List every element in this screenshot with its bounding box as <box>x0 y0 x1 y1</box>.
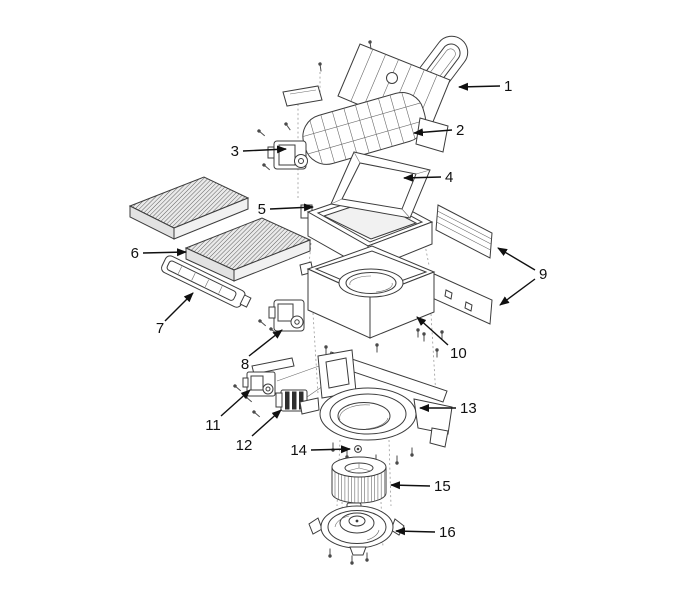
callout-2: 2 <box>413 122 464 139</box>
callout-7-number: 7 <box>156 320 164 337</box>
callout-8-number: 8 <box>241 356 249 373</box>
callout-11: 11 <box>205 389 251 434</box>
callout-11-arrow <box>220 389 251 417</box>
part-mode-actuator <box>257 299 305 336</box>
callout-5-number: 5 <box>258 201 266 218</box>
callout-16-arrow <box>395 527 436 536</box>
callout-6-arrow <box>142 248 187 257</box>
callout-4-number: 4 <box>445 169 453 186</box>
callout-6-number: 6 <box>131 245 139 262</box>
callout-10-number: 10 <box>450 345 467 362</box>
callout-12-number: 12 <box>236 437 253 454</box>
part-temp-actuator <box>232 357 334 404</box>
part-blower-wheel <box>331 456 387 504</box>
callout-5: 5 <box>258 201 314 218</box>
part-intake-actuator <box>256 121 308 172</box>
part-upper-intake-housing <box>282 43 451 167</box>
callout-7-arrow <box>164 292 194 322</box>
callout-3-number: 3 <box>231 143 239 160</box>
callout-16: 16 <box>395 524 456 541</box>
part-upper-case-frame <box>330 151 431 219</box>
callout-12-arrow <box>251 409 282 437</box>
callout-4-arrow <box>403 173 442 182</box>
callout-10-arrow <box>416 316 449 346</box>
callout-1-number: 1 <box>504 78 512 95</box>
callout-6: 6 <box>131 245 187 262</box>
part-blower-scroll-housing <box>299 327 453 466</box>
callout-9-arrow-lower <box>499 278 536 306</box>
callout-8: 8 <box>241 329 283 373</box>
callout-15-arrow <box>390 481 431 490</box>
part-side-panels <box>429 204 493 325</box>
callout-9-arrow-upper <box>497 247 536 271</box>
part-screw <box>354 445 362 453</box>
part-air-filters <box>128 176 312 282</box>
callout-3-arrow <box>242 145 287 154</box>
callout-12: 12 <box>236 409 282 454</box>
callout-8-arrow <box>248 329 283 357</box>
callout-16-number: 16 <box>439 524 456 541</box>
callout-2-arrow <box>413 128 453 137</box>
callout-11-number: 11 <box>205 417 221 434</box>
part-filter-cover <box>161 255 252 308</box>
callout-7: 7 <box>156 292 194 337</box>
callout-1: 1 <box>458 78 512 95</box>
callout-15: 15 <box>390 478 451 495</box>
part-center-case <box>299 245 445 342</box>
callout-14-arrow <box>310 445 351 454</box>
callout-1-arrow <box>458 82 501 91</box>
callout-15-number: 15 <box>434 478 451 495</box>
callout-9-number: 9 <box>539 266 547 283</box>
callout-2-number: 2 <box>456 122 464 139</box>
callout-14-number: 14 <box>290 442 307 459</box>
callout-14: 14 <box>290 442 351 459</box>
callout-10: 10 <box>416 316 467 362</box>
callout-4: 4 <box>403 169 453 186</box>
callout-5-arrow <box>269 203 314 212</box>
callout-13-number: 13 <box>460 400 477 417</box>
callout-9: 9 <box>497 247 547 306</box>
part-blower-motor <box>308 502 405 566</box>
callout-3: 3 <box>231 143 287 160</box>
callouts: 1 2 3 4 5 6 7 8 <box>131 78 548 541</box>
callout-13: 13 <box>419 400 477 417</box>
